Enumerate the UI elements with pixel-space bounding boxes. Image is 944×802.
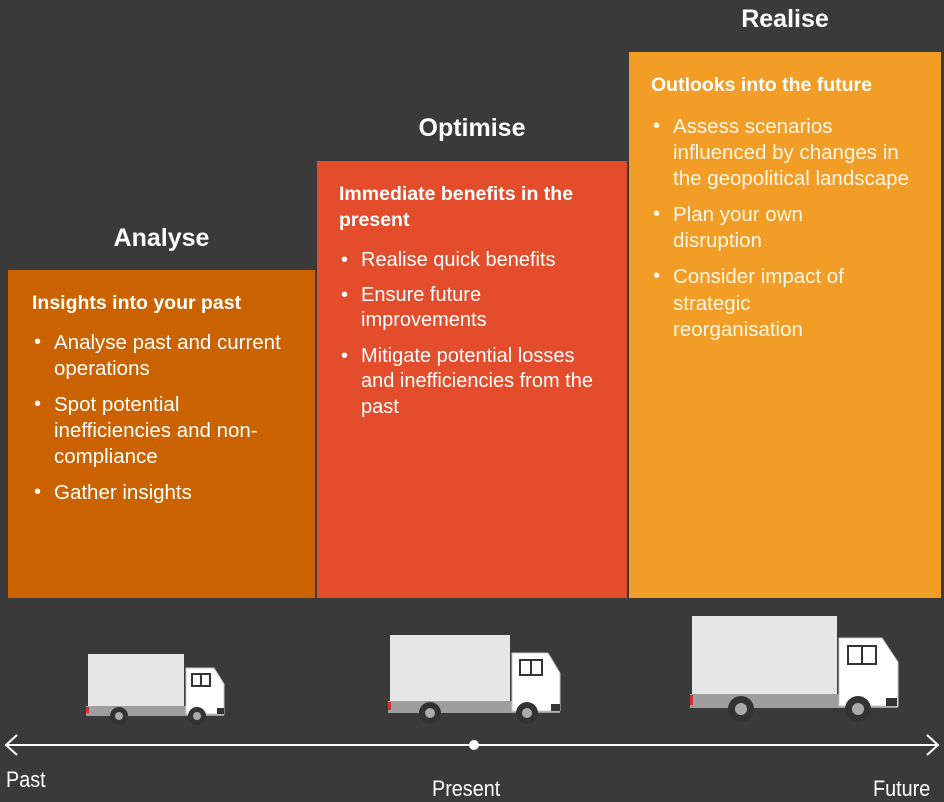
bullet-icon: • [34, 481, 42, 504]
truck-icon-small [86, 654, 225, 725]
stage-heading-analyse: Insights into your past [32, 292, 242, 314]
timeline-arrow [4, 734, 940, 756]
list-item: • Mitigate potential losses and inefficie… [339, 344, 607, 420]
bullet-list-analyse: • Analyse past and current operations • Sp… [32, 330, 295, 506]
list-item: • Realise quick benefits [339, 248, 607, 273]
truck-icon-medium [388, 635, 561, 724]
list-item: • Assess scenarios influenced by changes … [651, 114, 921, 192]
stage-title-optimise: Optimise [418, 114, 526, 142]
list-item: • Ensure future improvements [339, 283, 607, 334]
bullet-icon: • [34, 393, 42, 416]
stage-title-realise: Realise [741, 5, 829, 33]
bullet-text: Gather insights [54, 481, 192, 505]
list-item: • Spot potential inefficiencies and non-c… [32, 392, 295, 470]
bullet-text: Mitigate potential losses and inefficien… [361, 344, 593, 418]
timeline-label-future: Future [873, 776, 931, 801]
bullet-text: Realise quick benefits [361, 248, 556, 271]
bullet-list-realise: • Assess scenarios influenced by changes … [651, 114, 921, 342]
bullet-text: Assess scenarios influenced by changes i… [673, 115, 909, 191]
stage-box-realise: Outlooks into the future • Assess scenari… [629, 52, 941, 598]
list-item: • Gather insights [32, 480, 295, 506]
bullet-text: Plan your own disruption [673, 203, 803, 253]
timeline-label-past: Past [6, 767, 46, 792]
bullet-text: Ensure future improvements [361, 284, 487, 332]
stage-box-optimise: Immediate benefits in the present • Reali… [317, 161, 627, 598]
stage-heading-realise: Outlooks into the future [651, 74, 872, 96]
truck-icon-large [690, 616, 899, 722]
bullet-list-optimise: • Realise quick benefits • Ensure future i… [339, 248, 607, 420]
stage-heading-optimise: Immediate benefits in the present [339, 183, 574, 232]
bullet-text: Consider impact of strategic reorganisat… [673, 265, 844, 341]
list-item: • Consider impact of strategic reorganisa… [651, 264, 921, 342]
bullet-icon: • [341, 344, 349, 367]
list-item: • Plan your own disruption [651, 202, 921, 254]
bullet-icon: • [34, 331, 42, 354]
bullet-icon: • [653, 115, 661, 138]
bullet-icon: • [653, 265, 661, 288]
list-item: • Analyse past and current operations [32, 330, 295, 382]
bullet-text: Spot potential inefficiencies and non-co… [54, 393, 258, 469]
timeline-label-present: Present [432, 776, 501, 801]
bullet-icon: • [341, 248, 349, 271]
bullet-icon: • [341, 284, 349, 307]
bullet-text: Analyse past and current operations [54, 331, 281, 381]
stage-title-analyse: Analyse [113, 224, 210, 252]
stage-box-analyse: Insights into your past • Analyse past an… [8, 270, 315, 598]
bullet-icon: • [653, 203, 661, 226]
